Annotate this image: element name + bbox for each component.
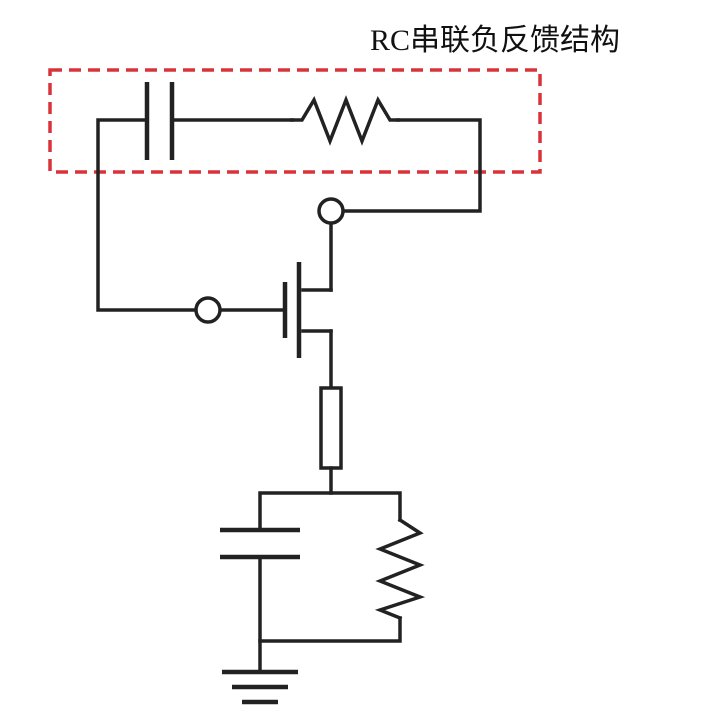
output-terminal bbox=[301, 197, 345, 292]
load-resistor bbox=[374, 517, 426, 621]
input-terminal bbox=[194, 296, 287, 324]
mosfet bbox=[282, 262, 333, 358]
feedback-capacitor bbox=[144, 82, 175, 160]
load-capacitor bbox=[220, 527, 300, 560]
rc-feedback-highlight-box bbox=[48, 68, 542, 174]
source-resistor bbox=[319, 329, 343, 495]
feedback-loop-wires bbox=[96, 118, 482, 312]
feedback-resistor bbox=[290, 95, 400, 146]
annotation-label: RC串联负反馈结构 bbox=[370, 24, 620, 57]
ground-symbol bbox=[222, 639, 298, 705]
load-network-wires bbox=[258, 491, 402, 643]
